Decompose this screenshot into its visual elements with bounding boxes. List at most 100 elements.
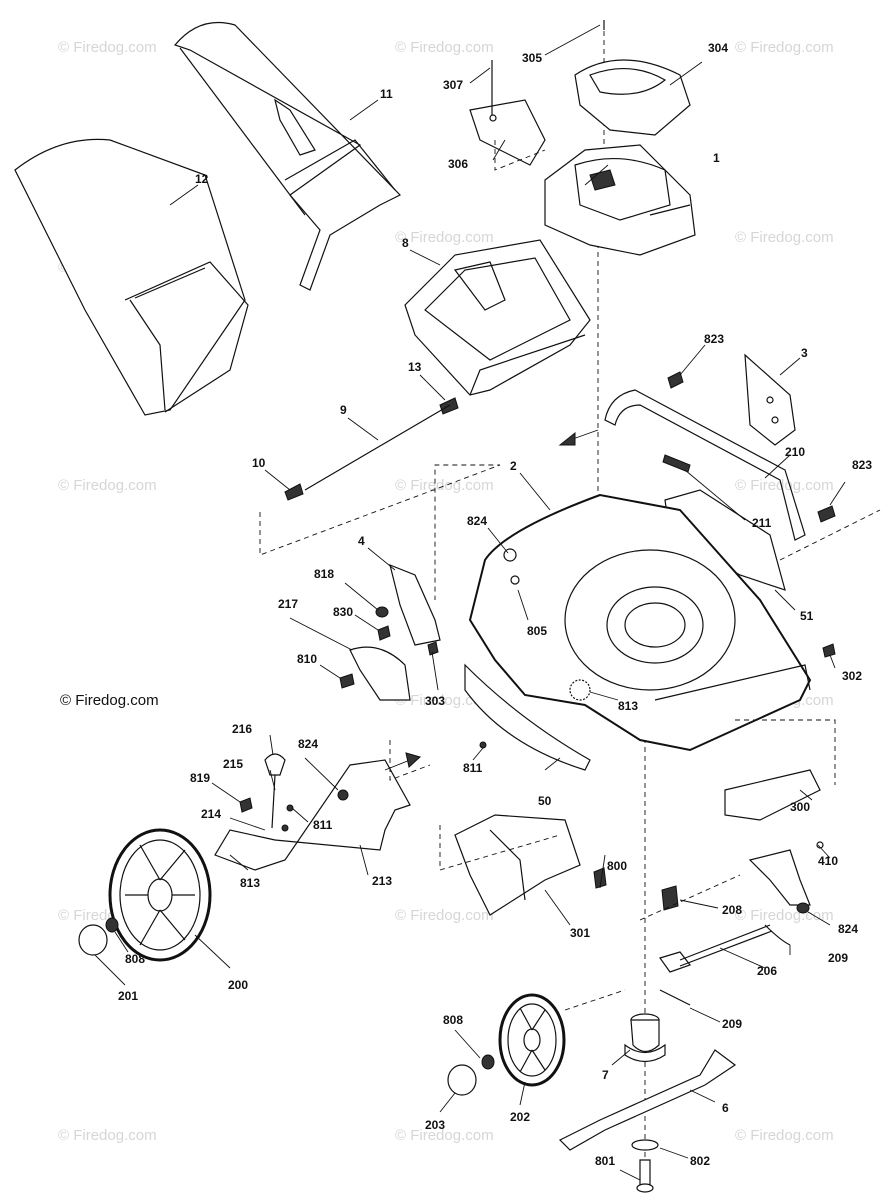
bag-frame-part [173, 21, 402, 291]
callout-label: 823 [852, 458, 872, 472]
callout-label: 303 [425, 694, 445, 708]
watermark: © Firedog.com [395, 692, 494, 709]
handle-bracket-part [744, 353, 796, 446]
callout-label: 9 [340, 403, 347, 417]
deflector-part [404, 239, 591, 396]
callout-label: 307 [443, 78, 463, 92]
callout-label: 1 [713, 151, 720, 165]
callout-label: 802 [690, 1154, 710, 1168]
callout-label: 4 [358, 534, 365, 548]
watermark: © Firedog.com [58, 39, 157, 56]
callout-label: 805 [527, 624, 547, 638]
front-flap-part [464, 663, 591, 771]
callout-label: 306 [448, 157, 468, 171]
callout-label: 2 [510, 459, 517, 473]
callout-label: 217 [278, 597, 298, 611]
rod-and-springs [284, 397, 459, 501]
callout-label: 302 [842, 669, 862, 683]
watermark: © Firedog.com [395, 39, 494, 56]
blade-part [558, 1049, 737, 1151]
callout-label: 209 [828, 951, 848, 965]
height-adjust-parts [339, 564, 441, 701]
callout-label: 808 [443, 1013, 463, 1027]
callout-label: 7 [602, 1068, 609, 1082]
callout-label: 304 [708, 41, 728, 55]
engine-cover-part [469, 20, 691, 166]
front-wheel-part [78, 828, 212, 962]
callout-label: 830 [333, 605, 353, 619]
watermark: © Firedog.com [395, 907, 494, 924]
callout-label: 201 [118, 989, 138, 1003]
watermark: © Firedog.com [58, 1127, 157, 1144]
front-axle-part [214, 759, 411, 871]
callout-label: 50 [538, 794, 552, 808]
callout-label: 824 [298, 737, 318, 751]
callout-label: 824 [838, 922, 858, 936]
rear-axle-parts [659, 841, 824, 1006]
callout-label: 10 [252, 456, 266, 470]
blade-bolt-parts [631, 1139, 659, 1193]
grass-bag-part [14, 138, 249, 416]
callout-label: 6 [722, 1101, 729, 1115]
callout-label: 818 [314, 567, 334, 581]
callout-label: 51 [800, 609, 814, 623]
gear-part [569, 679, 591, 701]
callout-labels: 1 2 3 4 6 7 8 9 10 11 12 13 50 51 200 20… [118, 41, 872, 1168]
callout-label: 823 [704, 332, 724, 346]
callout-label: 210 [785, 445, 805, 459]
spring-part [662, 454, 691, 473]
callout-label: 801 [595, 1154, 615, 1168]
callout-label: 301 [570, 926, 590, 940]
callout-label: 202 [510, 1110, 530, 1124]
callout-label: 211 [752, 516, 772, 530]
leader-lines [94, 24, 846, 1181]
callout-label: 8 [402, 236, 409, 250]
watermark: © Firedog.com [735, 39, 834, 56]
rear-wheel-part [447, 993, 566, 1096]
callout-label: 3 [801, 346, 808, 360]
callout-label: 216 [232, 722, 252, 736]
watermark: © Firedog.com [395, 1127, 494, 1144]
callout-label: 209 [722, 1017, 742, 1031]
lower-handle-part [604, 389, 806, 541]
rear-shield-part [724, 643, 836, 821]
watermark: © Firedog.com [735, 229, 834, 246]
callout-label: 200 [228, 978, 248, 992]
callout-label: 811 [313, 818, 333, 832]
engine-part [544, 144, 696, 256]
watermark: © Firedog.com [395, 229, 494, 246]
callout-label: 410 [818, 854, 838, 868]
watermark: © Firedog.com [395, 477, 494, 494]
callout-label: 300 [790, 800, 810, 814]
callout-label: 810 [297, 652, 317, 666]
callout-label: 203 [425, 1118, 445, 1132]
copyright-label: © Firedog.com [60, 692, 159, 709]
callout-label: 824 [467, 514, 487, 528]
callout-label: 206 [757, 964, 777, 978]
callout-label: 800 [607, 859, 627, 873]
callout-label: 808 [125, 952, 145, 966]
callout-label: 305 [522, 51, 542, 65]
assembly-lines [259, 140, 881, 1011]
callout-label: 208 [722, 903, 742, 917]
bolts [667, 371, 836, 523]
callout-label: 813 [618, 699, 638, 713]
watermark: © Firedog.com [58, 477, 157, 494]
watermark: © Firedog.com [735, 1127, 834, 1144]
height-lever-parts [239, 753, 294, 832]
blade-adapter-part [624, 1013, 666, 1063]
callout-label: 813 [240, 876, 260, 890]
direction-arrows [384, 429, 599, 771]
watermark: © Firedog.com [735, 907, 834, 924]
callout-label: 215 [223, 757, 243, 771]
callout-label: 214 [201, 807, 221, 821]
callout-label: 11 [380, 87, 393, 101]
callout-label: 13 [408, 360, 422, 374]
mower-deck-part [468, 493, 812, 752]
mulch-plug-part [454, 814, 607, 916]
callout-label: 213 [372, 874, 392, 888]
callout-label: 819 [190, 771, 210, 785]
watermark: © Firedog.com [735, 477, 834, 494]
